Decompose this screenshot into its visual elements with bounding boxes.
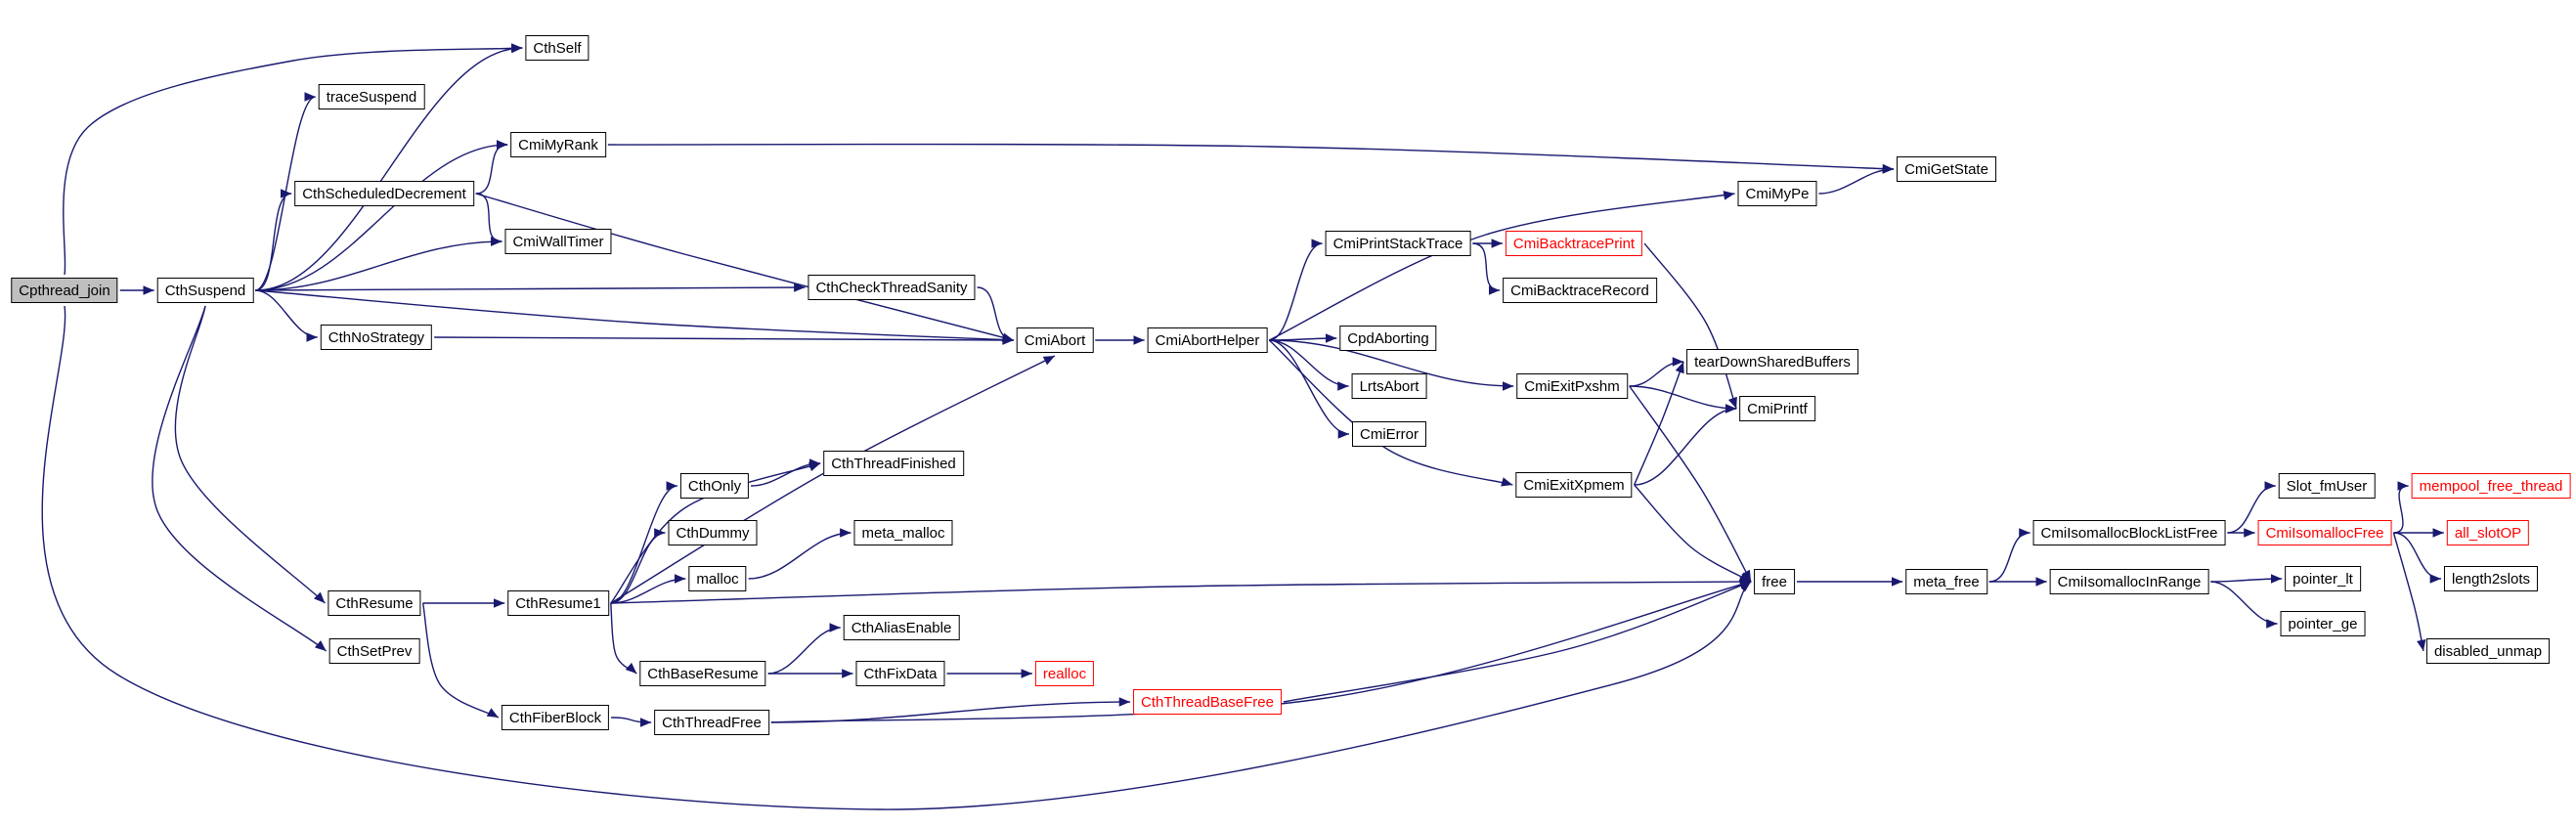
- graph-node-CthThreadFinished[interactable]: CthThreadFinished: [823, 451, 964, 476]
- graph-node-pointer_ge[interactable]: pointer_ge: [2280, 611, 2366, 636]
- edge-CthResume1-to-free: [610, 577, 1752, 604]
- edge-CmiIsomallocBlockListFree-to-Slot_fmUser: [2227, 481, 2276, 534]
- graph-node-CthThreadFree[interactable]: CthThreadFree: [654, 710, 769, 735]
- edge-CmiIsomallocFree-to-length2slots: [2393, 532, 2442, 584]
- graph-node-realloc[interactable]: realloc: [1034, 661, 1095, 686]
- graph-node-CmiIsomallocFree[interactable]: CmiIsomallocFree: [2257, 520, 2392, 545]
- edge-CthSuspend-to-CthScheduledDecrement: [255, 189, 292, 291]
- graph-node-Cpthread_join: Cpthread_join: [11, 278, 118, 303]
- edge-meta_free-to-CmiIsomallocBlockListFree: [1988, 528, 2030, 583]
- graph-node-all_slotOP[interactable]: all_slotOP: [2446, 520, 2530, 545]
- graph-node-CmiWallTimer[interactable]: CmiWallTimer: [504, 229, 612, 254]
- edge-CmiExitXpmem-to-free: [1634, 484, 1752, 583]
- edge-CmiExitPxshm-to-free: [1629, 385, 1752, 583]
- edge-CmiIsomallocFree-to-disabled_unmap: [2392, 532, 2426, 652]
- graph-node-CthResume[interactable]: CthResume: [327, 590, 421, 616]
- edge-CmiExitPxshm-to-CmiPrintf: [1629, 385, 1737, 414]
- graph-node-CthOnly[interactable]: CthOnly: [679, 473, 750, 499]
- edge-CmiAbortHelper-to-CmiExitPxshm: [1269, 339, 1514, 391]
- graph-node-CmiGetState[interactable]: CmiGetState: [1897, 156, 1996, 182]
- graph-node-CmiMyRank[interactable]: CmiMyRank: [510, 132, 606, 157]
- edge-CmiIsomallocFree-to-mempool_free_thread: [2393, 481, 2409, 534]
- edge-CmiPrintStackTrace-to-CmiBacktraceRecord: [1472, 242, 1501, 295]
- graph-node-CthDummy[interactable]: CthDummy: [668, 520, 758, 545]
- graph-node-CmiBacktraceRecord[interactable]: CmiBacktraceRecord: [1503, 278, 1657, 303]
- edge-CmiExitXpmem-to-CmiPrintf: [1634, 404, 1737, 486]
- edge-CthNoStrategy-to-CmiAbort: [434, 335, 1014, 345]
- edge-CthSuspend-to-CthNoStrategy: [255, 289, 318, 342]
- edge-malloc-to-meta_malloc: [748, 528, 851, 580]
- graph-node-CthSuspend[interactable]: CthSuspend: [156, 278, 254, 303]
- graph-node-traceSuspend[interactable]: traceSuspend: [318, 84, 425, 109]
- edge-CmiAbortHelper-to-CmiError: [1269, 339, 1350, 439]
- edge-CmiMyPe-to-CmiGetState: [1818, 164, 1895, 195]
- graph-node-CmiAbort[interactable]: CmiAbort: [1016, 327, 1094, 353]
- graph-node-CmiError[interactable]: CmiError: [1352, 421, 1426, 447]
- edge-CmiAbortHelper-to-CmiMyPe: [1269, 191, 1735, 341]
- graph-node-CthSelf[interactable]: CthSelf: [525, 35, 589, 61]
- edge-CthBaseResume-to-CthAliasEnable: [767, 623, 841, 675]
- edge-CthSuspend-to-CthSetPrev: [152, 305, 327, 652]
- graph-node-CmiPrintf[interactable]: CmiPrintf: [1739, 396, 1815, 421]
- graph-node-CmiBacktracePrint[interactable]: CmiBacktracePrint: [1505, 231, 1643, 256]
- edge-CthFiberBlock-to-CthThreadFree: [611, 717, 652, 727]
- graph-node-tearDownSharedBuffers[interactable]: tearDownSharedBuffers: [1686, 349, 1858, 374]
- edge-CthSuspend-to-CmiAbort: [255, 289, 1014, 345]
- edge-CthResume-to-CthFiberBlock: [421, 602, 500, 719]
- graph-node-CthCheckThreadSanity[interactable]: CthCheckThreadSanity: [808, 275, 976, 300]
- edge-CthScheduledDecrement-to-CmiMyRank: [475, 140, 508, 195]
- edge-CthResume1-to-malloc: [610, 574, 686, 604]
- edge-CmiMyRank-to-CmiGetState: [607, 143, 1895, 174]
- graph-node-CpdAborting[interactable]: CpdAborting: [1339, 326, 1437, 351]
- graph-node-CmiIsomallocInRange[interactable]: CmiIsomallocInRange: [2049, 569, 2209, 594]
- graph-node-CthResume1[interactable]: CthResume1: [507, 590, 609, 616]
- graph-node-free[interactable]: free: [1754, 569, 1795, 594]
- edge-CmiAbortHelper-to-CmiExitXpmem: [1268, 339, 1513, 487]
- edge-CthSuspend-to-CmiMyRank: [255, 140, 508, 291]
- graph-node-disabled_unmap[interactable]: disabled_unmap: [2425, 638, 2551, 664]
- edge-CthSuspend-to-CthResume: [174, 305, 326, 604]
- graph-node-meta_free[interactable]: meta_free: [1905, 569, 1987, 594]
- graph-node-CthSetPrev[interactable]: CthSetPrev: [328, 638, 420, 664]
- graph-node-CmiPrintStackTrace[interactable]: CmiPrintStackTrace: [1325, 231, 1471, 256]
- graph-node-CmiExitPxshm[interactable]: CmiExitPxshm: [1516, 373, 1628, 399]
- graph-node-length2slots[interactable]: length2slots: [2443, 566, 2539, 591]
- edge-CmiIsomallocInRange-to-pointer_ge: [2210, 581, 2278, 629]
- graph-node-CmiExitXpmem[interactable]: CmiExitXpmem: [1515, 472, 1633, 498]
- graph-node-LrtsAbort[interactable]: LrtsAbort: [1351, 373, 1427, 399]
- edge-CthThreadFree-to-free: [770, 580, 1752, 723]
- graph-node-CthNoStrategy[interactable]: CthNoStrategy: [320, 325, 433, 350]
- graph-node-CmiIsomallocBlockListFree[interactable]: CmiIsomallocBlockListFree: [2032, 520, 2226, 545]
- edge-CthResume1-to-CthBaseResume: [610, 602, 637, 675]
- graph-node-CthFiberBlock[interactable]: CthFiberBlock: [501, 705, 610, 730]
- graph-node-CthFixData[interactable]: CthFixData: [855, 661, 945, 686]
- edge-Cpthread_join-to-free: [41, 305, 1752, 810]
- graph-node-CthScheduledDecrement[interactable]: CthScheduledDecrement: [294, 181, 474, 206]
- edge-CthSuspend-to-CmiWallTimer: [255, 237, 502, 291]
- graph-node-CmiAbortHelper[interactable]: CmiAbortHelper: [1147, 327, 1268, 353]
- edge-CthOnly-to-CthThreadFinished: [751, 458, 821, 487]
- edge-CthSuspend-to-CthSelf: [255, 43, 523, 291]
- edge-Cpthread_join-to-CthSelf: [63, 43, 523, 276]
- graph-node-meta_malloc[interactable]: meta_malloc: [853, 520, 953, 545]
- edge-CthResume1-to-CthDummy: [610, 528, 666, 604]
- edge-CthSuspend-to-CthCheckThreadSanity: [255, 283, 806, 292]
- graph-node-CthBaseResume[interactable]: CthBaseResume: [639, 661, 766, 686]
- graph-node-CthThreadBaseFree[interactable]: CthThreadBaseFree: [1133, 689, 1282, 715]
- edge-CthScheduledDecrement-to-CmiAbort: [475, 193, 1014, 342]
- edge-CmiExitXpmem-to-tearDownSharedBuffers: [1634, 361, 1684, 486]
- edge-CmiAbortHelper-to-LrtsAbort: [1269, 339, 1349, 391]
- edge-CthThreadBaseFree-to-free: [1283, 581, 1752, 703]
- graph-node-mempool_free_thread[interactable]: mempool_free_thread: [2411, 473, 2571, 499]
- edge-CthResume1-to-CthThreadFinished: [610, 462, 821, 604]
- graph-node-CthAliasEnable[interactable]: CthAliasEnable: [843, 615, 960, 640]
- edge-CmiBacktracePrint-to-CmiPrintf: [1643, 242, 1737, 410]
- graph-node-pointer_lt[interactable]: pointer_lt: [2285, 566, 2361, 591]
- edge-CmiIsomallocInRange-to-pointer_lt: [2210, 574, 2283, 584]
- graph-node-Slot_fmUser[interactable]: Slot_fmUser: [2278, 473, 2376, 499]
- edge-CthResume1-to-CmiAbort: [610, 355, 1056, 604]
- graph-node-CmiMyPe[interactable]: CmiMyPe: [1737, 181, 1817, 206]
- graph-node-malloc[interactable]: malloc: [688, 566, 747, 591]
